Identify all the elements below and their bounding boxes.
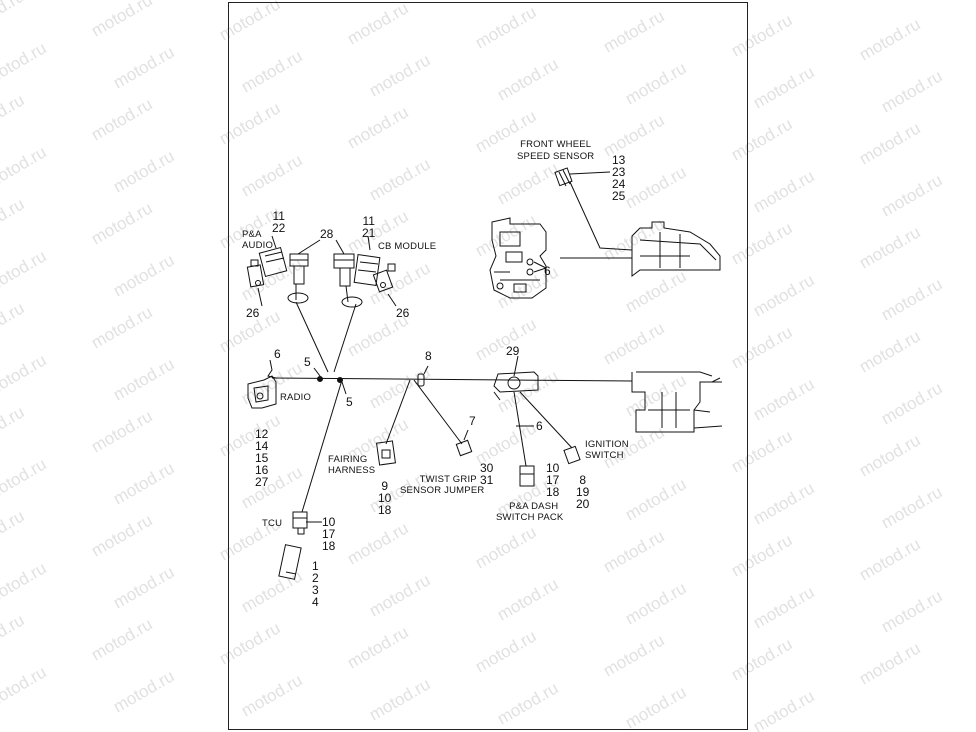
ref-leader-5-upper bbox=[313, 367, 321, 377]
ref-6-bracket: 6 bbox=[544, 264, 551, 278]
ref-29: 29 bbox=[506, 344, 520, 358]
clip-5-lower bbox=[337, 377, 343, 383]
ignition-switch-label: IGNITION SWITCH bbox=[585, 439, 629, 461]
ref-28: 28 bbox=[320, 227, 334, 241]
cb-small-connector bbox=[372, 263, 396, 293]
fairing-connector bbox=[375, 440, 397, 466]
pa-dash-wire bbox=[513, 391, 527, 467]
front-wheel-speed-sensor-label: FRONT WHEEL SPEED SENSOR bbox=[517, 139, 595, 162]
ref-26-right: 26 bbox=[396, 306, 410, 320]
pa-audio-module bbox=[258, 235, 288, 278]
bottom-connector bbox=[278, 544, 302, 580]
ref-6-radio: 6 bbox=[274, 347, 281, 361]
ref-leader-5-lower bbox=[341, 381, 347, 395]
fork-bracket bbox=[489, 217, 547, 299]
ref-8: 8 bbox=[425, 349, 432, 363]
audio-plug-28 bbox=[287, 253, 309, 304]
speed-sensor-wire bbox=[569, 181, 633, 251]
ref-leader-28-right bbox=[335, 239, 345, 255]
ref-leader-26-right bbox=[387, 293, 397, 307]
twist-grip-connector bbox=[455, 439, 473, 457]
dash-housing-29 bbox=[493, 355, 539, 401]
pa-dash-connector bbox=[519, 465, 535, 487]
pa-audio-small-connector bbox=[246, 259, 265, 288]
audio-branch-wire bbox=[295, 301, 329, 373]
front-wheel-speed-sensor-refs: 13 23 24 25 bbox=[612, 153, 626, 203]
main-end-bracket bbox=[631, 371, 723, 433]
cb-module-unit bbox=[353, 235, 381, 286]
speed-sensor-connector bbox=[554, 167, 573, 187]
diagram-frame bbox=[228, 2, 748, 730]
ignition-connector bbox=[563, 445, 581, 465]
ref-leader-7 bbox=[463, 429, 469, 441]
cb-module-refs: 11 21 bbox=[362, 214, 376, 240]
pa-dash-label: P&A DASH SWITCH PACK bbox=[496, 501, 564, 523]
cb-plug-28 bbox=[333, 253, 363, 308]
tcu-label: TCU bbox=[262, 518, 283, 529]
bottom-connector-refs: 1 2 3 4 bbox=[312, 559, 319, 609]
ref-leader-13 bbox=[569, 171, 611, 175]
tcu-branch-wire bbox=[301, 379, 343, 513]
ref-26-left: 26 bbox=[246, 306, 260, 320]
ref-5-upper: 5 bbox=[304, 355, 311, 369]
pa-audio-label: P&A AUDIO bbox=[242, 229, 274, 251]
pa-audio-refs: 11 22 bbox=[272, 209, 286, 235]
fairing-harness-label: FAIRING HARNESS bbox=[328, 454, 376, 476]
ref-7: 7 bbox=[469, 414, 476, 428]
ignition-wire bbox=[519, 391, 573, 449]
ref-leader-28-left bbox=[297, 239, 321, 255]
radio-label: RADIO bbox=[280, 392, 312, 403]
grommet-8 bbox=[417, 373, 425, 387]
twist-grip-refs: 30 31 bbox=[480, 461, 494, 487]
cb-module-label: CB MODULE bbox=[378, 241, 437, 252]
ignition-switch-refs: 8 19 20 bbox=[576, 473, 590, 511]
ref-leader-26-left bbox=[257, 287, 263, 307]
pa-dash-refs: 10 17 18 bbox=[546, 461, 560, 499]
ref-leader-8 bbox=[423, 365, 429, 375]
clip-5-upper bbox=[317, 376, 323, 382]
cb-branch-wire bbox=[333, 303, 357, 373]
tcu-connector bbox=[292, 511, 308, 535]
radio-connector bbox=[247, 359, 277, 409]
twist-grip-wire bbox=[413, 379, 463, 445]
twist-grip-label: TWIST GRIP SENSOR JUMPER bbox=[400, 474, 485, 496]
fairing-branch-wire bbox=[385, 379, 411, 445]
radio-refs: 12 14 15 16 27 bbox=[255, 427, 269, 489]
main-trunk-line bbox=[271, 377, 633, 382]
tcu-refs: 10 17 18 bbox=[322, 515, 336, 553]
upper-end-bracket bbox=[560, 221, 721, 277]
ref-6-dash: 6 bbox=[536, 419, 543, 433]
ref-5-lower: 5 bbox=[346, 395, 353, 409]
fairing-harness-refs: 9 10 18 bbox=[378, 479, 392, 517]
